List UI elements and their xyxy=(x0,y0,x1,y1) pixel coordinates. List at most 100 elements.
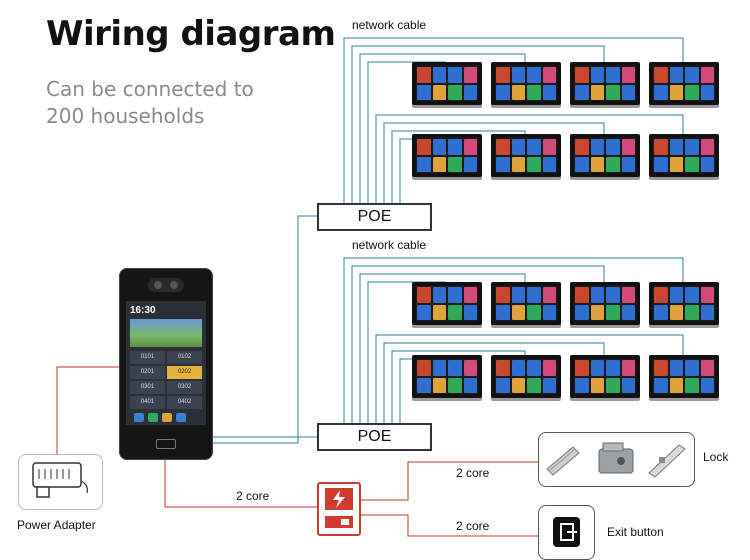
monitor-app-tile xyxy=(511,287,525,303)
monitor-screen xyxy=(416,138,478,173)
monitor-app-tile xyxy=(621,139,635,155)
network-cable-label-bottom: network cable xyxy=(352,238,427,252)
monitor-app-tile xyxy=(432,156,446,172)
monitor-app-tile xyxy=(685,304,699,320)
monitor-app-tile xyxy=(417,67,431,83)
door-station: 16:30 0101 0102 0201 0202 0301 0302 0401… xyxy=(119,268,213,460)
monitor-app-tile xyxy=(669,360,683,376)
monitor-app-tile xyxy=(621,377,635,393)
monitor-app-tile xyxy=(542,139,556,155)
exit-cable-label: 2 core xyxy=(456,519,490,533)
monitor-app-tile xyxy=(417,304,431,320)
indoor-monitor xyxy=(570,355,640,398)
monitor-app-tile xyxy=(606,156,620,172)
lock-devices xyxy=(538,432,695,487)
monitor-app-tile xyxy=(432,304,446,320)
monitor-app-tile xyxy=(463,287,477,303)
monitor-app-tile xyxy=(621,67,635,83)
key-0302: 0302 xyxy=(167,381,202,394)
monitor-app-tile xyxy=(448,360,462,376)
monitor-app-tile xyxy=(669,156,683,172)
monitor-app-tile xyxy=(575,287,589,303)
monitor-app-tile xyxy=(417,377,431,393)
lock-label: Lock xyxy=(703,450,729,464)
indoor-monitor xyxy=(412,282,482,325)
monitor-app-tile xyxy=(700,377,714,393)
monitor-app-tile xyxy=(590,377,604,393)
monitor-app-tile xyxy=(590,156,604,172)
monitor-app-tile xyxy=(606,139,620,155)
monitor-app-tile xyxy=(448,156,462,172)
monitor-app-tile xyxy=(432,360,446,376)
poe-switch-top: POE xyxy=(317,203,432,231)
monitor-app-tile xyxy=(669,67,683,83)
key-0102: 0102 xyxy=(167,351,202,364)
monitor-app-tile xyxy=(700,360,714,376)
monitor-app-tile xyxy=(511,360,525,376)
key-0402: 0402 xyxy=(167,396,202,409)
lock-cable-label: 2 core xyxy=(456,466,490,480)
door-station-icons xyxy=(134,413,186,422)
monitor-screen xyxy=(653,138,715,173)
monitor-app-tile xyxy=(575,156,589,172)
monitor-app-tile xyxy=(463,139,477,155)
monitor-app-tile xyxy=(542,84,556,100)
monitor-app-tile xyxy=(669,139,683,155)
monitor-app-tile xyxy=(654,139,668,155)
indoor-monitor xyxy=(649,134,719,177)
exit-button-label: Exit button xyxy=(607,525,664,539)
monitor-app-tile xyxy=(463,156,477,172)
monitor-app-tile xyxy=(590,287,604,303)
monitor-app-tile xyxy=(606,287,620,303)
monitor-app-tile xyxy=(463,84,477,100)
monitor-app-tile xyxy=(527,360,541,376)
monitor-app-tile xyxy=(590,139,604,155)
monitor-app-tile xyxy=(542,156,556,172)
monitor-screen xyxy=(416,286,478,321)
monitor-screen xyxy=(574,66,636,101)
monitor-app-tile xyxy=(606,304,620,320)
monitor-screen xyxy=(653,359,715,394)
monitor-app-tile xyxy=(542,377,556,393)
monitor-app-tile xyxy=(700,67,714,83)
indoor-monitor xyxy=(412,355,482,398)
monitor-app-tile xyxy=(654,360,668,376)
monitor-app-tile xyxy=(463,304,477,320)
monitor-app-tile xyxy=(448,139,462,155)
strike-lock-icon xyxy=(648,444,686,478)
monitor-app-tile xyxy=(654,84,668,100)
monitor-app-tile xyxy=(590,360,604,376)
magnetic-lock-icon xyxy=(546,446,580,476)
monitor-app-tile xyxy=(542,67,556,83)
monitor-app-tile xyxy=(575,139,589,155)
apartment-keypad: 0101 0102 0201 0202 0301 0302 0401 0402 xyxy=(130,351,202,409)
monitor-app-tile xyxy=(685,67,699,83)
monitor-app-tile xyxy=(417,84,431,100)
electric-lock-icon xyxy=(598,442,634,474)
monitor-app-tile xyxy=(575,304,589,320)
monitor-screen xyxy=(653,66,715,101)
monitor-app-tile xyxy=(511,139,525,155)
indoor-monitor xyxy=(491,134,561,177)
monitor-app-tile xyxy=(575,377,589,393)
indoor-monitor xyxy=(570,62,640,105)
monitor-app-tile xyxy=(527,139,541,155)
monitor-app-tile xyxy=(496,304,510,320)
indoor-monitor xyxy=(649,282,719,325)
monitor-app-tile xyxy=(432,84,446,100)
key-0202: 0202 xyxy=(167,366,202,379)
monitor-app-tile xyxy=(448,287,462,303)
monitor-app-tile xyxy=(700,156,714,172)
monitor-app-tile xyxy=(590,84,604,100)
monitor-app-tile xyxy=(496,287,510,303)
monitor-app-tile xyxy=(463,377,477,393)
indoor-monitor xyxy=(570,134,640,177)
monitor-app-tile xyxy=(496,156,510,172)
monitor-app-tile xyxy=(496,84,510,100)
monitor-app-tile xyxy=(496,67,510,83)
monitor-app-tile xyxy=(606,360,620,376)
monitor-app-tile xyxy=(542,304,556,320)
settings-icon xyxy=(134,413,144,422)
monitor-app-tile xyxy=(417,360,431,376)
monitor-app-tile xyxy=(448,304,462,320)
